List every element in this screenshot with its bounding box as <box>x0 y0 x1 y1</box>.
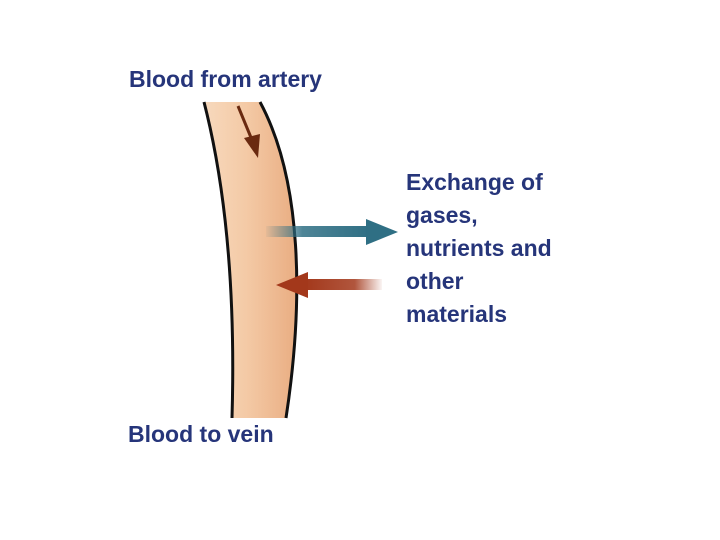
down-arrow-icon <box>236 105 260 158</box>
exchange-label-line: materials <box>406 301 508 327</box>
exchange-label-line: Exchange of <box>406 169 543 195</box>
left-arrow-icon <box>276 272 382 298</box>
right-arrow-icon <box>266 219 398 245</box>
exchange-label: Exchange of gases, nutrients and other m… <box>406 166 552 331</box>
capillary-vessel <box>204 102 297 418</box>
exchange-label-line: nutrients and <box>406 235 552 261</box>
exchange-label-line: gases, <box>406 202 478 228</box>
vessel-left-wall <box>202 101 235 419</box>
exchange-label-line: other <box>406 268 464 294</box>
label-blood-from-artery: Blood from artery <box>129 66 322 92</box>
vessel-right-wall <box>258 101 299 419</box>
label-blood-to-vein: Blood to vein <box>128 421 274 447</box>
